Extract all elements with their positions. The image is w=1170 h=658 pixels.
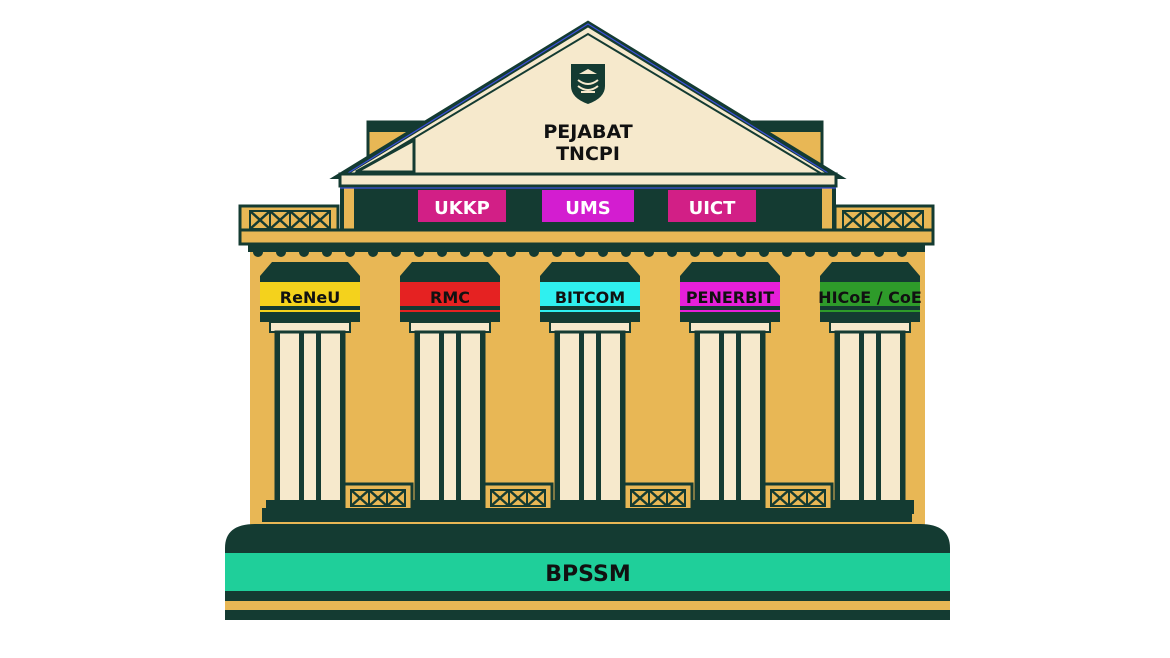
dentil: [598, 247, 608, 257]
dentil: [437, 247, 447, 257]
dentil: [322, 247, 332, 257]
university-crest-icon: [571, 64, 605, 104]
dentil: [253, 247, 263, 257]
pillar-1: ReNeU: [260, 262, 360, 514]
frieze-units: UKKP UMS UICT: [418, 190, 756, 222]
dentil: [483, 247, 493, 257]
lattice-panel: [622, 482, 694, 514]
columns: ReNeU RMC BITCOM PENERBIT HICoE / CoE: [260, 262, 922, 514]
pediment-title-line1: PEJABAT: [543, 121, 632, 143]
frieze-unit-ums: UMS: [542, 190, 634, 222]
dentil: [690, 247, 700, 257]
dentil: [805, 247, 815, 257]
dentil: [575, 247, 585, 257]
dentil: [874, 247, 884, 257]
dentil: [759, 247, 769, 257]
dentil: [552, 247, 562, 257]
dentil: [276, 247, 286, 257]
stepped-base: [225, 508, 950, 620]
dentil: [391, 247, 401, 257]
frieze-unit-label: UICT: [689, 198, 737, 219]
dentil: [621, 247, 631, 257]
dentil: [414, 247, 424, 257]
frieze-unit-ukkp: UKKP: [418, 190, 506, 222]
pillar-4: PENERBIT: [680, 262, 780, 514]
dentil: [345, 247, 355, 257]
pillar-label: BITCOM: [555, 288, 625, 307]
lattice-panel: [342, 482, 414, 514]
frieze-unit-uict: UICT: [668, 190, 756, 222]
lattice-panel: [762, 482, 834, 514]
pillar-2: RMC: [400, 262, 500, 514]
dentil-row: [253, 247, 907, 257]
dentil: [529, 247, 539, 257]
pillar-3: BITCOM: [540, 262, 640, 514]
dentil: [644, 247, 654, 257]
lattice-panel: [482, 482, 554, 514]
dentil: [368, 247, 378, 257]
pillar-label: RMC: [430, 288, 470, 307]
pillar-label: PENERBIT: [686, 288, 774, 307]
dentil: [828, 247, 838, 257]
dentil: [506, 247, 516, 257]
dentil: [460, 247, 470, 257]
dentil: [851, 247, 861, 257]
base-label: BPSSM: [545, 562, 631, 587]
frieze-unit-label: UKKP: [434, 198, 490, 219]
base-lattices: [342, 482, 834, 514]
pediment-title-line2: TNCPI: [556, 143, 620, 165]
dentil: [299, 247, 309, 257]
dentil: [713, 247, 723, 257]
pillar-label: ReNeU: [280, 288, 340, 307]
pillar-5: HICoE / CoE: [818, 262, 922, 514]
pillar-label: HICoE / CoE: [818, 288, 922, 307]
dentil: [782, 247, 792, 257]
dentil: [897, 247, 907, 257]
dentil: [736, 247, 746, 257]
entablature: [238, 228, 935, 246]
dentil: [667, 247, 677, 257]
frieze-unit-label: UMS: [565, 198, 611, 219]
